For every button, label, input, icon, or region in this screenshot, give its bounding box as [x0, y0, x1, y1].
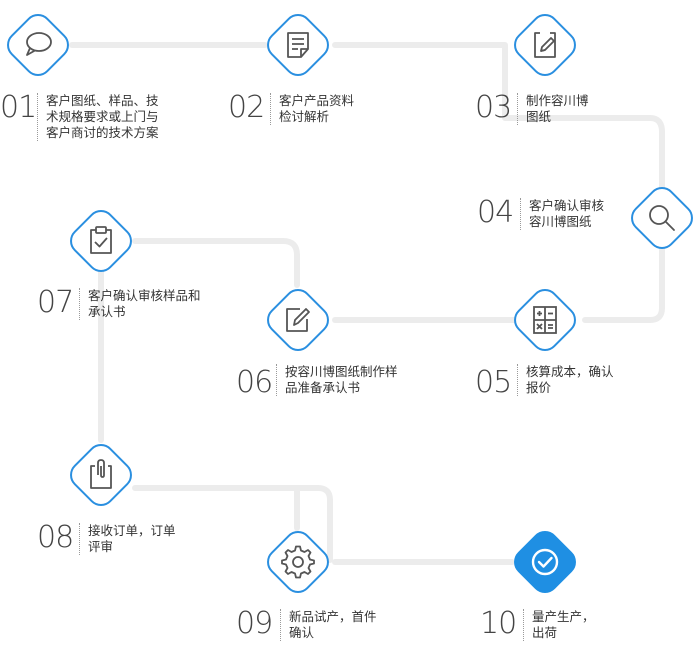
- step-02-label-line: 客户产品资料: [279, 93, 355, 108]
- step-01-label: 客户图纸、样品、技 术规格要求或上门与 客户商讨的技术方案: [37, 93, 159, 141]
- step-06-label: 按容川博图纸制作样 品准备承认书: [276, 364, 398, 396]
- edit-icon: [286, 308, 310, 332]
- step-06-number: 06: [236, 365, 273, 400]
- calculator-icon: [533, 306, 557, 334]
- step-03-label-line: 制作容川博: [526, 93, 589, 108]
- step-09-label-line: 确认: [289, 625, 315, 640]
- step-06-label-line: 按容川博图纸制作样: [285, 364, 398, 379]
- connector-04-05: [582, 247, 665, 323]
- step-01-label-line: 术规格要求或上门与: [46, 109, 159, 124]
- step-02-label-line: 检讨解析: [279, 109, 330, 124]
- step-08-label: 接收订单，订单 评审: [79, 523, 176, 555]
- step-05-number: 05: [475, 365, 512, 400]
- step-07-label-line: 客户确认审核样品和: [88, 288, 201, 303]
- step-04-label-line: 客户确认审核: [529, 198, 605, 213]
- step-08-label-line: 评审: [88, 539, 114, 554]
- step-04-label-line: 容川博图纸: [529, 214, 592, 229]
- clip-document-icon: [90, 459, 112, 489]
- step-10-label: 量产生产， 出荷: [523, 609, 595, 641]
- step-06-label-line: 品准备承认书: [285, 380, 361, 395]
- step-10-label-line: 量产生产，: [532, 609, 595, 624]
- checkmark-icon: [531, 548, 559, 576]
- step-04-label: 客户确认审核 容川博图纸: [520, 198, 604, 230]
- document-icon: [287, 32, 309, 58]
- step-05-label: 核算成本，确认 报价: [517, 364, 614, 396]
- step-09-label-line: 新品试产，首件: [289, 609, 377, 624]
- step-03-label-line: 图纸: [526, 109, 552, 124]
- step-03-number: 03: [475, 90, 512, 125]
- step-01-label-line: 客户商讨的技术方案: [46, 125, 159, 140]
- step-01-label-line: 客户图纸、样品、技: [46, 93, 159, 108]
- step-03-label: 制作容川博 图纸: [517, 93, 589, 125]
- magnifier-icon: [649, 205, 675, 231]
- step-01-number: 01: [0, 90, 37, 125]
- step-05-label-line: 核算成本，确认: [526, 364, 614, 379]
- step-10-number: 10: [480, 606, 517, 641]
- step-07-label-line: 承认书: [88, 304, 126, 319]
- step-07-number: 07: [37, 285, 74, 320]
- step-09-label: 新品试产，首件 确认: [280, 609, 377, 641]
- step-02-number: 02: [228, 90, 265, 125]
- pen-drawing-icon: [534, 32, 556, 58]
- connector-08-09: [132, 485, 333, 563]
- step-04-number: 04: [477, 195, 514, 230]
- step-08-number: 08: [37, 520, 74, 555]
- step-09-number: 09: [236, 606, 273, 641]
- connector-06-07: [132, 238, 300, 288]
- step-07-label: 客户确认审核样品和 承认书: [79, 288, 201, 320]
- clipboard-check-icon: [90, 226, 112, 254]
- step-02-label: 客户产品资料 检讨解析: [270, 93, 354, 125]
- step-05-label-line: 报价: [526, 380, 552, 395]
- connector-02-03: [332, 42, 665, 198]
- step-08-label-line: 接收订单，订单: [88, 523, 176, 538]
- step-10-label-line: 出荷: [532, 625, 558, 640]
- gear-icon: [281, 545, 315, 579]
- chat-bubble-icon: [26, 32, 52, 56]
